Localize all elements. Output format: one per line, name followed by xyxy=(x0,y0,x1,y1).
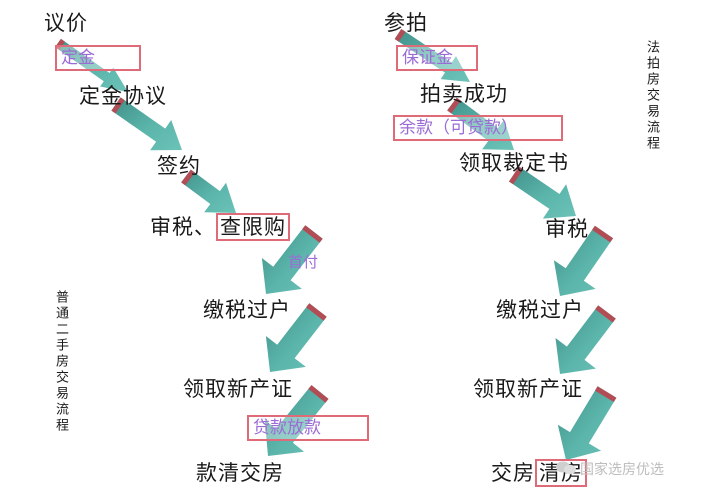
right-arrow-1-body xyxy=(394,29,470,82)
right-arrow-6 xyxy=(557,386,617,460)
right-step-new-certificate: 领取新产证 xyxy=(473,377,583,401)
left-arrow-5 xyxy=(265,303,327,372)
right-arrow-3-body xyxy=(509,166,576,219)
left-step-transfer: 缴税过户 xyxy=(203,298,291,322)
left-step-new-certificate: 领取新产证 xyxy=(183,377,293,401)
left-step-handover: 款清交房 xyxy=(196,461,284,485)
left-arrow-4 xyxy=(261,225,323,294)
left-step-negotiate: 议价 xyxy=(44,11,88,35)
left-arrow-4-body xyxy=(261,225,323,294)
left-side-title: 普通二手房交易流程 xyxy=(53,290,68,434)
right-arrow-4 xyxy=(553,225,614,296)
right-step-handover: 交房清房 xyxy=(491,459,587,487)
left-note-down-payment: 首付 xyxy=(288,253,319,271)
right-arrow-2-body xyxy=(447,97,514,150)
right-step-auction-success: 拍卖成功 xyxy=(420,82,508,106)
left-arrow-1 xyxy=(55,38,128,92)
right-note-security-deposit: 保证金 xyxy=(396,45,478,71)
left-step-tax-check: 审税、查限购 xyxy=(150,213,290,241)
right-arrow-3 xyxy=(509,166,576,219)
right-step-handover-label: 交房 xyxy=(491,461,535,485)
left-step-purchase-limit: 查限购 xyxy=(216,213,290,241)
left-arrow-4-tail xyxy=(302,225,323,243)
right-side-title: 法拍房交易流程 xyxy=(644,40,659,152)
right-step-transfer: 缴税过户 xyxy=(496,298,584,322)
left-arrow-5-body xyxy=(265,303,327,372)
right-arrow-6-tail xyxy=(595,386,617,402)
right-arrow-3-tail xyxy=(509,166,524,185)
left-arrow-2 xyxy=(111,97,182,151)
right-step-bid: 参拍 xyxy=(384,11,428,35)
left-arrow-5-tail xyxy=(306,303,327,321)
left-step-deposit-agreement: 定金协议 xyxy=(79,84,167,108)
left-step-tax-check-label: 审税、 xyxy=(150,215,216,239)
left-arrow-6-tail xyxy=(308,385,329,403)
right-arrow-1-tail xyxy=(394,29,406,42)
left-arrow-1-tail xyxy=(55,38,65,50)
left-arrow-2-tail xyxy=(111,97,125,114)
right-arrow-5-body xyxy=(555,305,616,374)
right-note-balance: 余款（可贷款） xyxy=(393,115,563,141)
left-arrow-6-body xyxy=(264,385,329,456)
left-step-sign: 签约 xyxy=(157,154,201,178)
left-note-deposit: 定金 xyxy=(55,45,141,71)
left-arrow-3-body xyxy=(181,169,236,213)
right-step-ruling: 领取裁定书 xyxy=(459,151,569,175)
right-arrow-5-tail xyxy=(595,305,616,323)
left-arrow-3-tail xyxy=(181,169,195,186)
right-arrow-4-body xyxy=(553,225,614,296)
right-arrow-4-tail xyxy=(592,225,614,243)
right-arrow-2 xyxy=(447,97,514,150)
right-step-tax-review: 审税 xyxy=(545,217,589,241)
watermark-text: 国家选房优选 xyxy=(580,462,664,478)
left-note-loan-release: 贷款放款 xyxy=(247,415,369,441)
left-arrow-3 xyxy=(181,169,236,213)
right-arrow-5 xyxy=(555,305,616,374)
left-arrow-6 xyxy=(264,385,329,456)
left-arrow-2-body xyxy=(111,97,182,151)
right-arrow-6-body xyxy=(557,386,617,460)
right-arrow-2-tail xyxy=(447,97,461,114)
wechat-icon xyxy=(556,461,576,475)
right-arrow-1 xyxy=(394,29,470,82)
left-arrow-1-body xyxy=(55,38,128,92)
